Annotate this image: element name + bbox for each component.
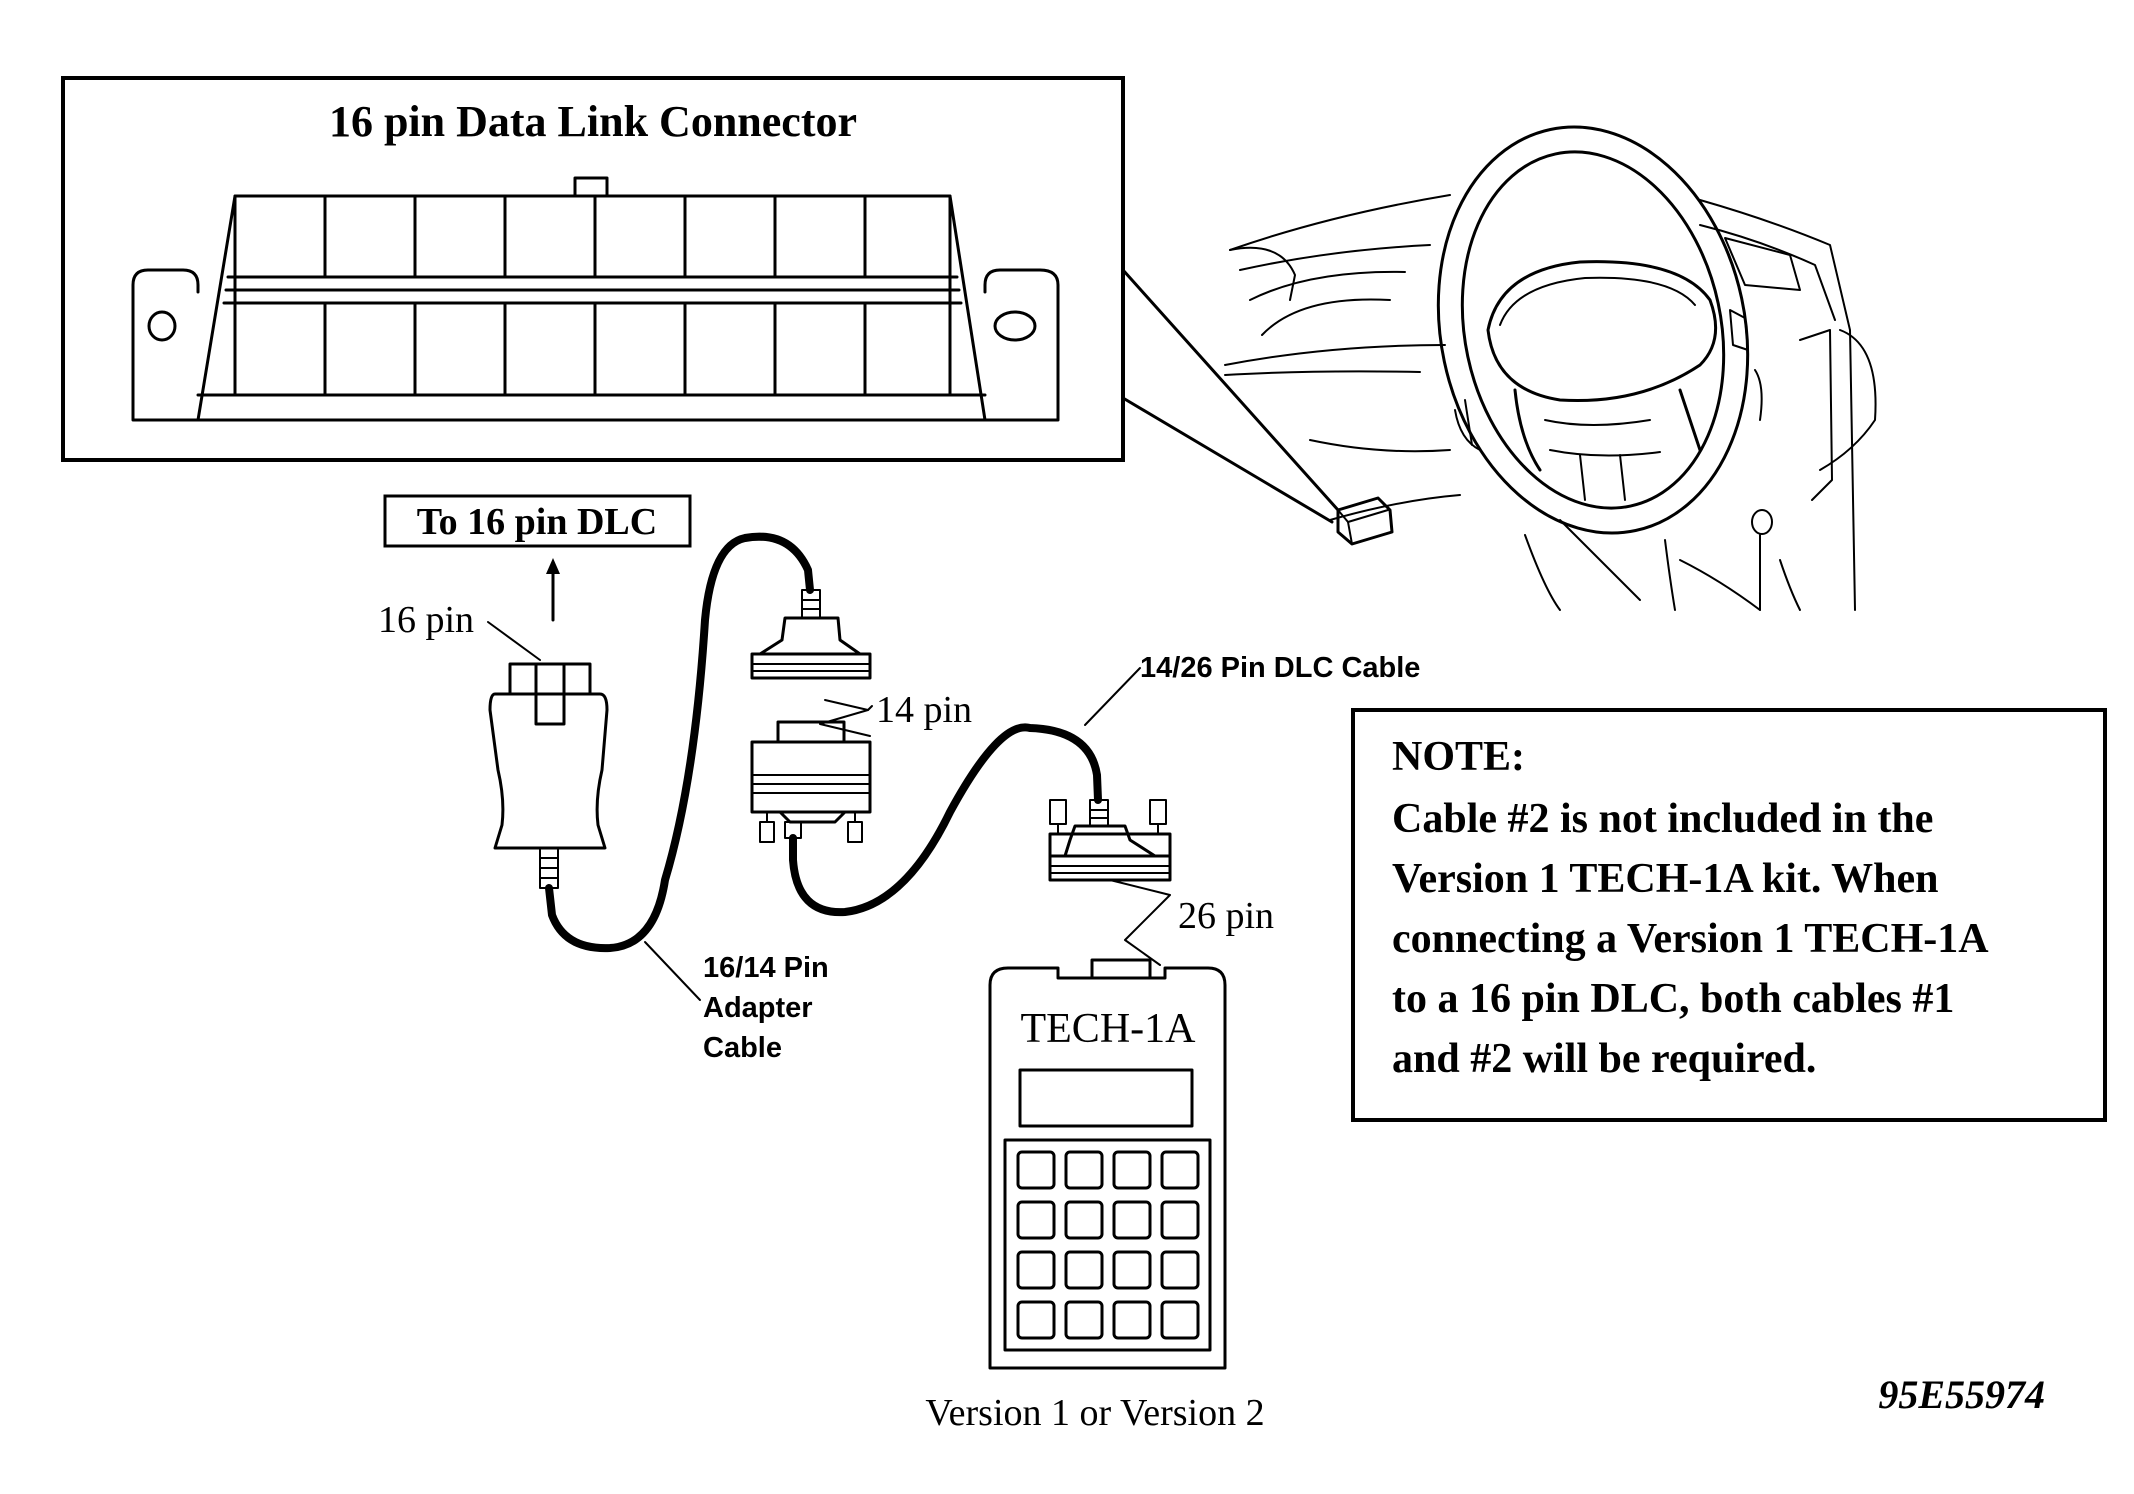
- to-dlc-label: To 16 pin DLC: [383, 494, 692, 622]
- plug-body: [488, 692, 609, 850]
- note-heading: NOTE:: [1392, 734, 1525, 780]
- steering-wheel-outer: [1436, 125, 1750, 535]
- tech-1a-key: [1160, 1250, 1200, 1290]
- left-mount-hole: [147, 310, 177, 342]
- label-26-pin: 26 pin: [1178, 895, 1274, 937]
- to-dlc-box: [383, 494, 692, 548]
- note-line-3: connecting a Version 1 TECH-1A: [1392, 916, 1989, 962]
- right-flange: [983, 268, 1060, 422]
- to-dlc-text: To 16 pin DLC: [417, 501, 657, 543]
- tech-1a-key: [1016, 1150, 1056, 1190]
- callout-line-upper: [1121, 268, 1340, 512]
- version-caption: Version 1 or Version 2: [925, 1392, 1264, 1434]
- callout-line-lower: [1121, 396, 1334, 524]
- leader-14-pin: [819, 699, 871, 737]
- dlc-location-block: [1336, 496, 1394, 546]
- tech-1a-key: [1064, 1200, 1104, 1240]
- tech-1a-key: [1160, 1300, 1200, 1340]
- tech-1a-label: TECH-1A: [1021, 1006, 1197, 1052]
- label-14-26-cable: 14/26 Pin DLC Cable: [1140, 652, 1420, 684]
- tech-1a-port: [1090, 958, 1152, 980]
- steering-hub: [1486, 260, 1718, 403]
- figure-id: 95E55974: [1878, 1372, 2045, 1417]
- tech-1a-key: [1112, 1150, 1152, 1190]
- note-line-2: Version 1 TECH-1A kit. When: [1392, 856, 1939, 902]
- tech-1a-key: [1016, 1300, 1056, 1340]
- right-mount-hole: [993, 310, 1037, 342]
- note-line-1: Cable #2 is not included in the: [1392, 796, 1933, 842]
- label-adapter-cable-line3: Cable: [703, 1032, 782, 1064]
- note-line-4: to a 16 pin DLC, both cables #1: [1392, 976, 1954, 1022]
- tech-1a-keypad-frame: [1003, 1138, 1212, 1352]
- tech-1a-key: [1064, 1250, 1104, 1290]
- tech-1a-key: [1160, 1150, 1200, 1190]
- tech-1a-keypad: [1016, 1150, 1200, 1340]
- leader-16-pin: [487, 621, 541, 661]
- left-flange: [131, 268, 200, 422]
- knob: [1751, 509, 1773, 535]
- locking-tab: [573, 176, 609, 198]
- tech-1a-key: [1064, 1300, 1104, 1340]
- leader-14-26-cable: [1084, 667, 1141, 726]
- label-16-pin: 16 pin: [378, 599, 474, 641]
- steering-wheel-inner: [1460, 150, 1726, 510]
- tech-1a-key: [1160, 1200, 1200, 1240]
- tech-1a-key: [1112, 1300, 1152, 1340]
- cable-14-26-dlc: [789, 723, 1102, 917]
- label-14-pin: 14 pin: [876, 689, 972, 731]
- pin-dividers: [323, 194, 867, 397]
- connector-title: 16 pin Data Link Connector: [329, 97, 857, 146]
- note-frame: [1351, 708, 2107, 1122]
- connector-14-pin-pair: [750, 589, 873, 843]
- leader-26-pin: [1109, 879, 1171, 966]
- label-adapter-cable-line1: 16/14 Pin: [703, 952, 829, 984]
- tech-1a-display: [1018, 1068, 1194, 1128]
- plug-16-pin: [488, 662, 609, 889]
- label-adapter-cable-line2: Adapter: [703, 992, 813, 1024]
- tech-1a-key: [1064, 1150, 1104, 1190]
- tech-1a-key: [1112, 1250, 1152, 1290]
- connector-detail-inset: 16 pin Data Link Connector: [61, 76, 1340, 524]
- arrow-up-icon: [546, 558, 560, 574]
- dashboard-sketch: [1224, 125, 1877, 611]
- note-line-5: and #2 will be required.: [1392, 1036, 1816, 1082]
- tech-1a-key: [1016, 1250, 1056, 1290]
- tech-1a-key: [1016, 1200, 1056, 1240]
- dlc-connector-drawing: [131, 176, 1060, 422]
- connector-26-pin: [1048, 799, 1172, 966]
- connector-14-lower-body: [750, 740, 872, 814]
- cable-16-14-adapter: [545, 532, 814, 953]
- tech-1a-key: [1112, 1200, 1152, 1240]
- tech-1a-body: [988, 966, 1227, 1370]
- note-box: NOTE: Cable #2 is not included in the Ve…: [1351, 708, 2107, 1122]
- tech-1a-scan-tool: TECH-1A: [988, 958, 1227, 1370]
- leader-adapter-cable: [644, 941, 701, 1001]
